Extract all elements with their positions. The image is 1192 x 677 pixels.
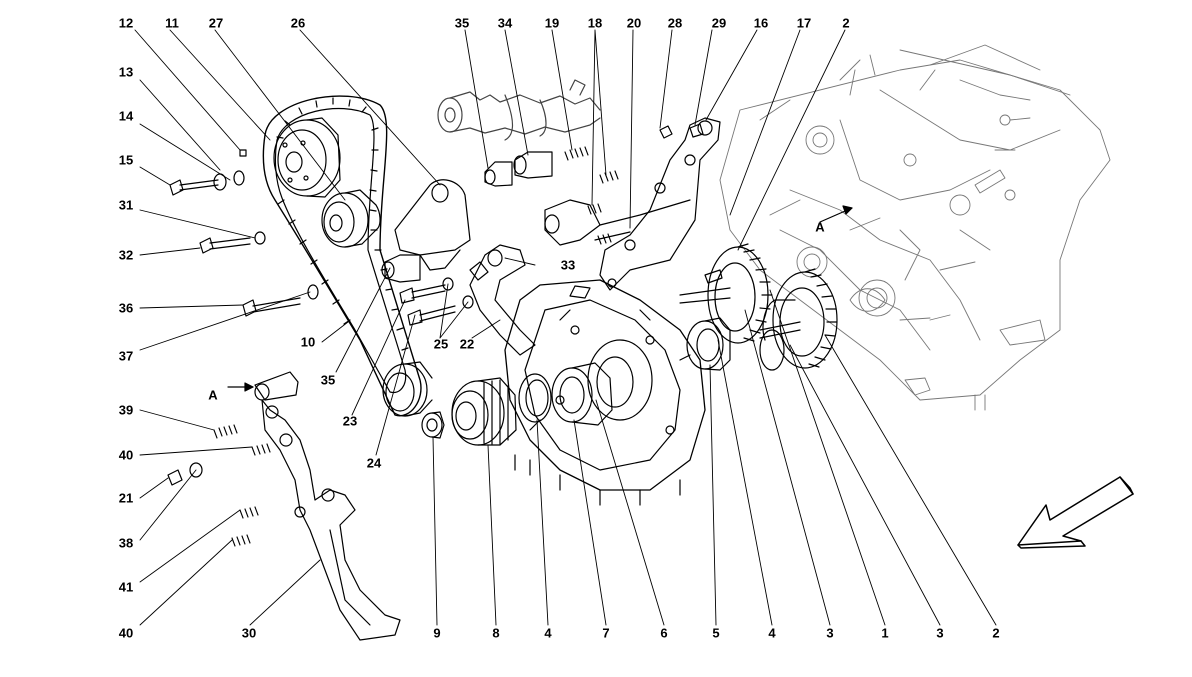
view-ref-a-right: A [815,219,825,235]
callout-28: 28 [667,15,683,31]
bolts [169,149,474,326]
callout-3a: 3 [826,625,834,641]
lower-tensioner-pulley [382,361,433,417]
camshaft-sprocket [273,117,341,198]
timing-cover [504,279,706,506]
tensioner-pulley [321,189,381,248]
callout-15: 15 [118,152,134,168]
callout-9: 9 [433,625,441,641]
callout-33: 33 [560,257,576,273]
callout-38: 38 [118,535,134,551]
callout-23: 23 [342,413,358,429]
callout-37: 37 [118,348,134,364]
callout-21: 21 [118,490,134,506]
lower-bracket [167,371,401,641]
view-ref-arrows [227,205,853,392]
callout-25: 25 [433,336,449,352]
callout-5: 5 [712,625,720,641]
bushings [381,151,553,283]
callout-6: 6 [660,625,668,641]
callout-40a: 40 [118,447,134,463]
leader-lines [134,29,997,626]
callout-18: 18 [587,15,603,31]
callout-39: 39 [118,402,134,418]
callout-29: 29 [711,15,727,31]
camshaft [437,79,601,141]
callout-1: 1 [881,625,889,641]
callout-11: 11 [165,15,179,31]
callout-16: 16 [753,15,769,31]
callout-35-top: 35 [454,15,470,31]
callout-2-top: 2 [842,15,850,31]
callout-14: 14 [118,108,134,124]
callout-13: 13 [118,64,134,80]
callout-7: 7 [602,625,610,641]
callout-4a: 4 [544,625,552,641]
callout-2-bottom: 2 [992,625,1000,641]
callout-41: 41 [118,579,134,595]
arrow-icon [1017,476,1134,549]
callout-10: 10 [300,334,316,350]
springs [213,146,619,547]
callout-34: 34 [497,15,513,31]
callout-32: 32 [118,247,134,263]
washer-nut [421,411,445,439]
gear-left [679,243,773,344]
view-ref-a-left: A [208,387,218,403]
tensioner-bracket [394,179,471,271]
callout-3b: 3 [936,625,944,641]
engine-block [719,44,1111,411]
oil-seal [686,317,731,371]
tensioner-arm [469,244,536,356]
callout-30: 30 [241,625,257,641]
callout-24: 24 [366,455,382,471]
gear-right [759,268,838,371]
callout-40b: 40 [118,625,134,641]
callout-20: 20 [626,15,642,31]
callout-31: 31 [118,197,134,213]
timing-belt [262,95,422,417]
callout-27: 27 [208,15,224,31]
callout-4b: 4 [768,625,776,641]
callout-35: 35 [320,372,336,388]
callout-12: 12 [118,15,134,31]
callout-8: 8 [492,625,500,641]
upper-bracket [544,117,721,291]
callout-26: 26 [290,15,306,31]
callout-19: 19 [544,15,560,31]
callout-17: 17 [796,15,812,31]
bearing [551,362,613,426]
callout-36: 36 [118,300,134,316]
crank-sprocket [451,377,517,446]
seal-ring [518,373,552,423]
callout-22: 22 [459,336,475,352]
